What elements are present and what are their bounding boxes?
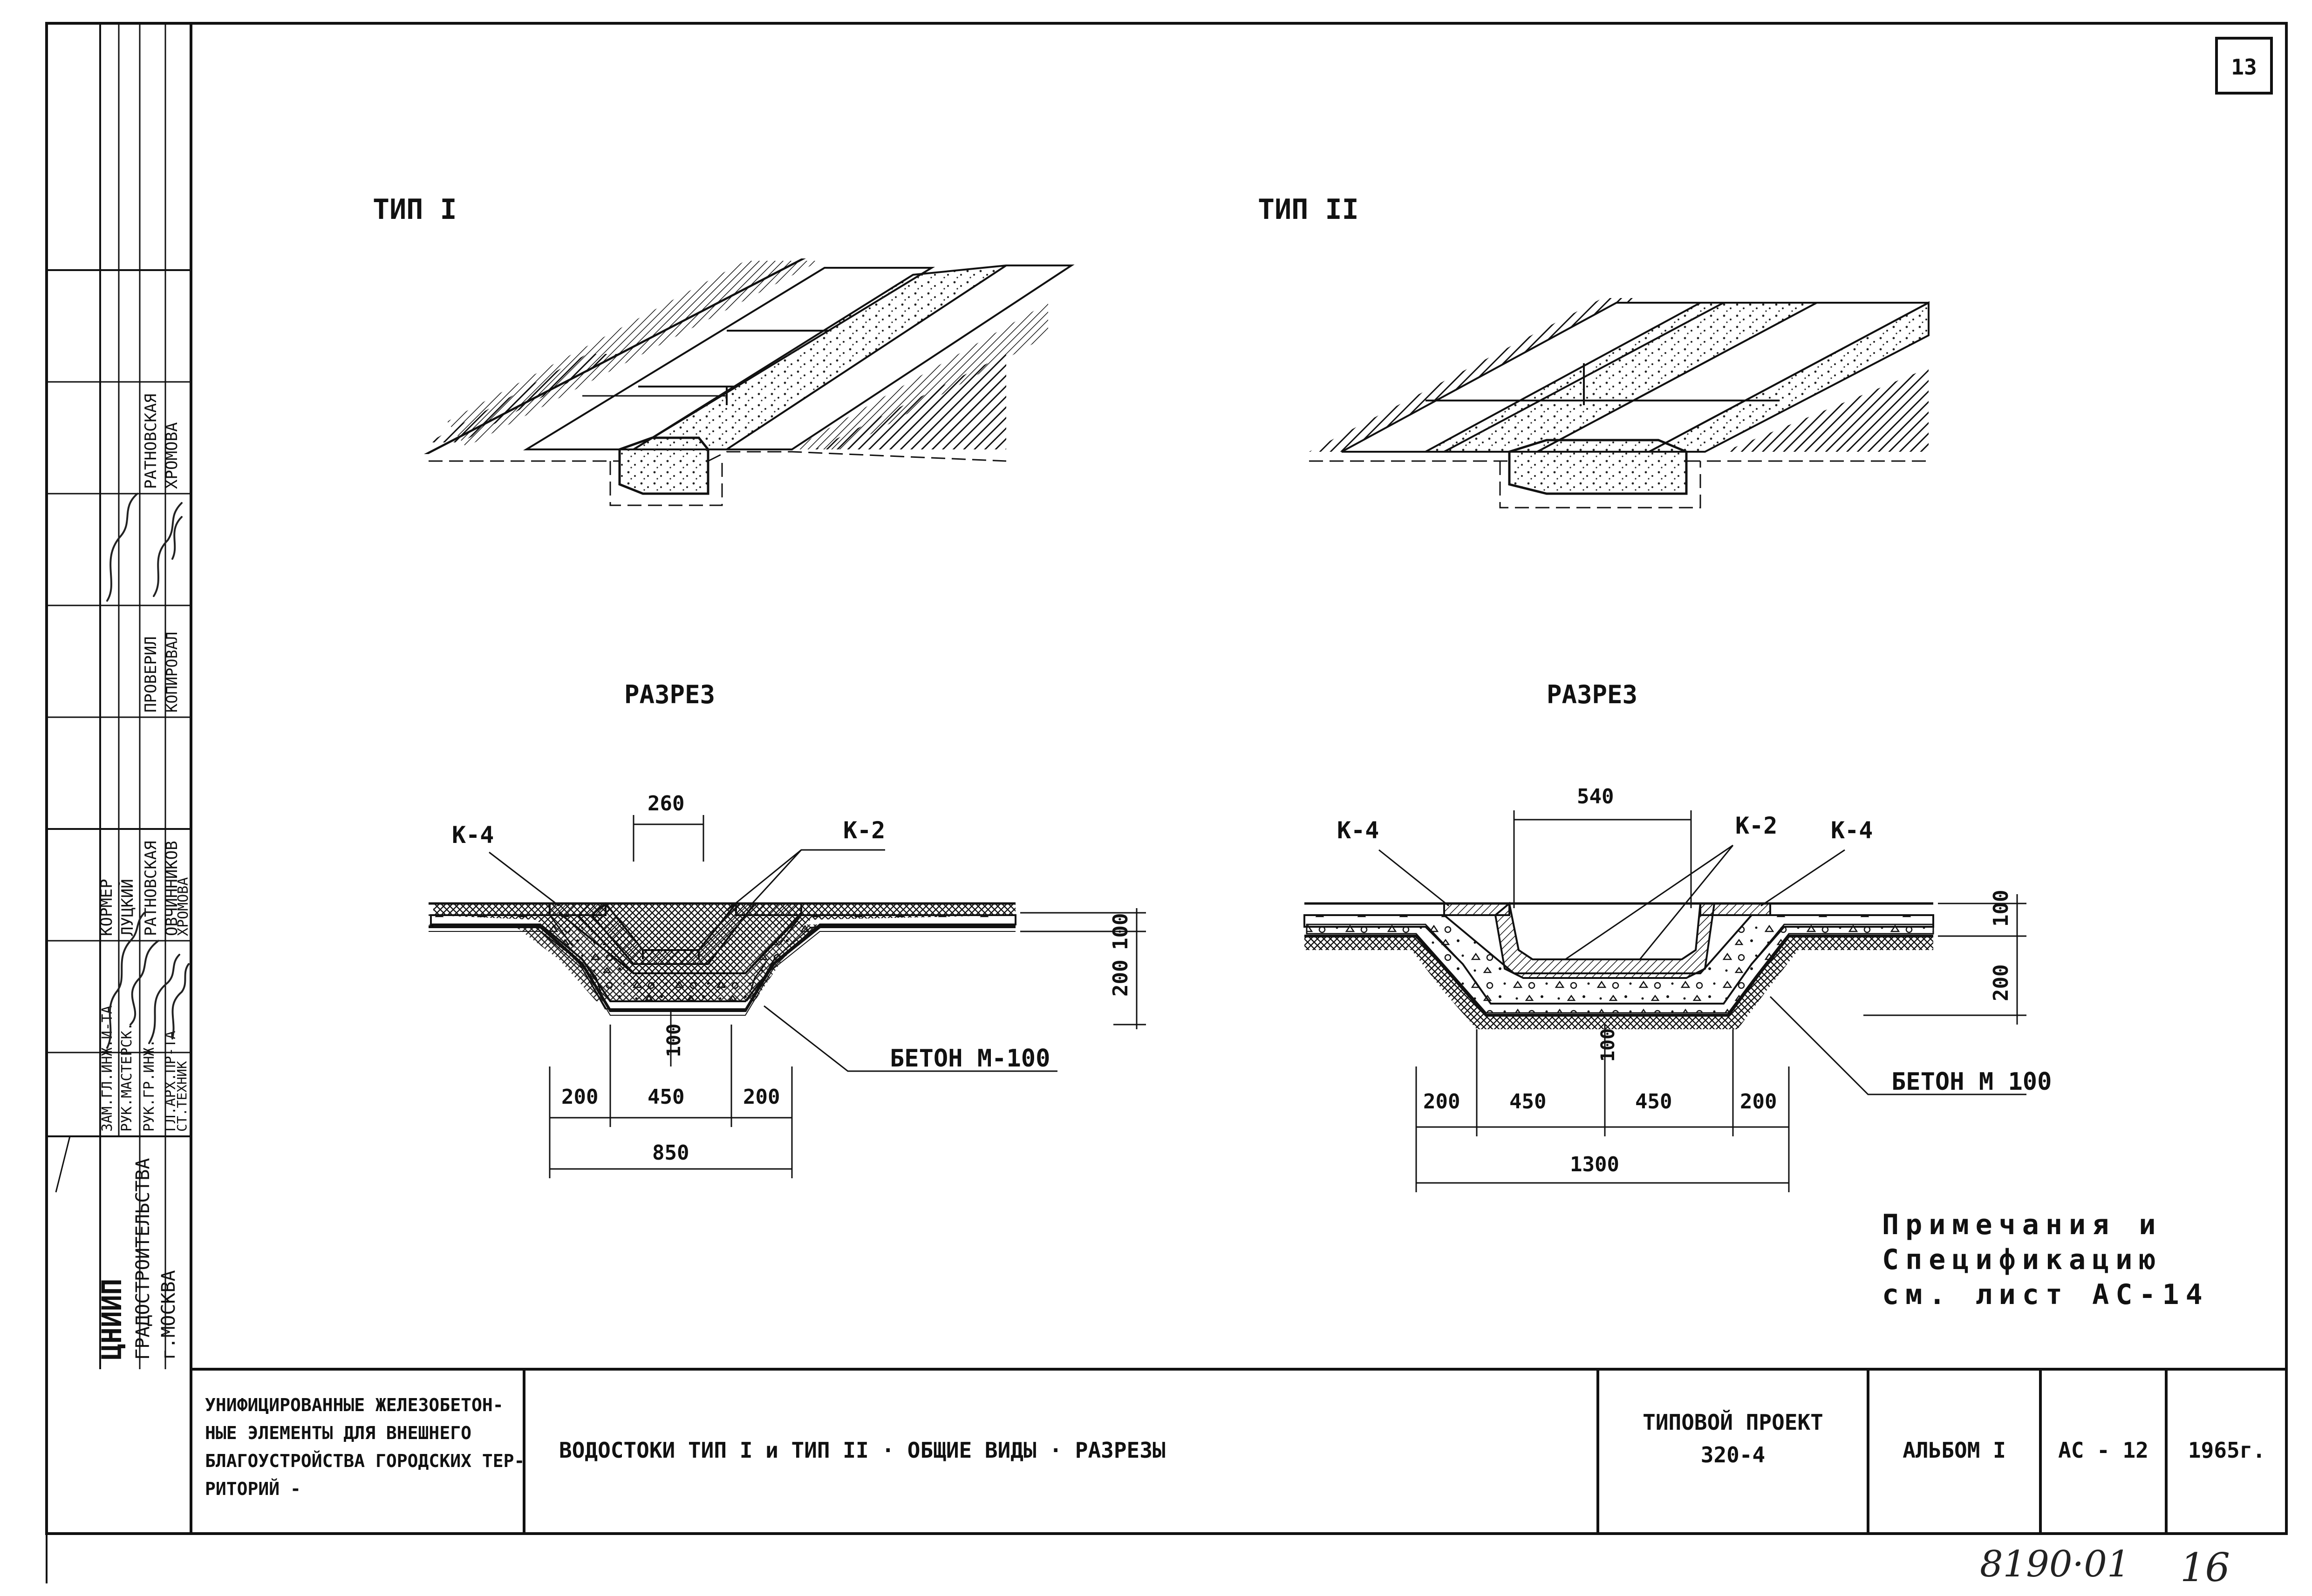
sheet-frame bbox=[45, 22, 2288, 1583]
notes: Примечания и Спецификацию см. лист АС-14 bbox=[1882, 1209, 2209, 1311]
type2-title: ТИП II bbox=[1258, 193, 1359, 226]
sheet-number: 13 bbox=[2231, 54, 2257, 80]
name-4: ОВЧИННИКОВ bbox=[163, 841, 181, 936]
s2-concrete: БЕТОН М 100 bbox=[1891, 1068, 2052, 1096]
s1-dim-inner: 100 bbox=[663, 1024, 685, 1057]
title-block-lines bbox=[523, 1369, 2168, 1534]
year: 1965г. bbox=[2188, 1438, 2265, 1463]
s1-dim-b2: 450 bbox=[648, 1085, 684, 1109]
note-line-3: см. лист АС-14 bbox=[1882, 1278, 2209, 1311]
s2-dim-b4: 200 bbox=[1740, 1090, 1777, 1114]
name-5: ХРОМОВА bbox=[175, 877, 191, 936]
project-line-2: 320-4 bbox=[1701, 1442, 1765, 1467]
archive-number: 8190·01 bbox=[1980, 1543, 2130, 1585]
sheet-number-box: 13 bbox=[2215, 37, 2273, 95]
org-city: г.МОСКВА bbox=[158, 1270, 179, 1360]
album: АЛЬБОМ I bbox=[1903, 1438, 2006, 1463]
name2-1: РАТНОВСКАЯ bbox=[142, 394, 160, 489]
s2-dim-top: 540 bbox=[1577, 785, 1614, 808]
side-stamp-roles: ЗАМ.ГЛ.ИНЖ.И-ТА РУК.МАСТЕРСК. РУК.ГР.ИНЖ… bbox=[96, 394, 191, 1360]
note-line-2: Спецификацию bbox=[1882, 1243, 2162, 1276]
s2-label-k4-right: К-4 bbox=[1831, 817, 1873, 844]
s2-label-k2: К-2 bbox=[1735, 812, 1777, 839]
role-3: РУК.ГР.ИНЖ. bbox=[141, 1039, 157, 1132]
type1-title: ТИП I bbox=[373, 193, 457, 226]
name2-2: ХРОМОВА bbox=[163, 422, 181, 489]
s2-dim-b1: 200 bbox=[1423, 1090, 1460, 1114]
org-name: ЦНИИП bbox=[96, 1278, 128, 1360]
s1-dim-right-lower: 200 bbox=[1109, 960, 1132, 997]
description-line-2: НЫЕ ЭЛЕМЕНТЫ ДЛЯ ВНЕШНЕГО bbox=[205, 1423, 471, 1443]
side-stamp bbox=[47, 23, 191, 1369]
org-sub: ГРАДОСТРОИТЕЛЬСТВА bbox=[132, 1158, 154, 1360]
s1-dim-total: 850 bbox=[652, 1141, 689, 1165]
s1-concrete: БЕТОН М-100 bbox=[890, 1045, 1050, 1073]
role-2: РУК.МАСТЕРСК. bbox=[119, 1022, 135, 1132]
note-line-1: Примечания и bbox=[1882, 1209, 2162, 1241]
project-line-1: ТИПОВОЙ ПРОЕКТ bbox=[1643, 1410, 1823, 1435]
s2-dim-total: 1300 bbox=[1570, 1153, 1619, 1176]
s2-dim-right-lower: 200 bbox=[1989, 964, 2013, 1001]
s1-dim-top: 260 bbox=[648, 792, 684, 815]
description-line-3: БЛАГОУСТРОЙСТВА ГОРОДСКИХ ТЕР- bbox=[205, 1451, 525, 1471]
s2-label-k4-left: К-4 bbox=[1337, 817, 1379, 844]
signatures bbox=[106, 493, 190, 1049]
description-line-1: УНИФИЦИРОВАННЫЕ ЖЕЛЕЗОБЕТОН- bbox=[205, 1395, 504, 1415]
name-2: ЛУЦКИЙ bbox=[118, 879, 137, 936]
name-1: КОРМЕР bbox=[97, 879, 116, 936]
s1-dim-b1: 200 bbox=[561, 1085, 598, 1109]
role2-2: КОПИРОВАЛ bbox=[163, 632, 181, 713]
section2-drawing: К-4 К-2 К-4 540 100 200 100 БЕТОН М 100 … bbox=[1303, 785, 2052, 1192]
s2-dim-right-upper: 100 bbox=[1989, 890, 2013, 927]
description-line-4: РИТОРИЙ - bbox=[205, 1479, 301, 1499]
s2-dim-inner: 100 bbox=[1597, 1028, 1619, 1062]
role-4: ГЛ.АРХ.ПР-ТА bbox=[163, 1031, 179, 1132]
title-block: УНИФИЦИРОВАННЫЕ ЖЕЛЕЗОБЕТОН- НЫЕ ЭЛЕМЕНТ… bbox=[205, 1395, 2265, 1499]
s1-label-k2: К-2 bbox=[843, 817, 885, 844]
sheet-code: АС - 12 bbox=[2058, 1438, 2148, 1463]
s1-dim-b3: 200 bbox=[743, 1085, 780, 1109]
section2-title: РАЗРЕЗ bbox=[1547, 680, 1637, 709]
s2-dim-b2: 450 bbox=[1509, 1090, 1546, 1114]
role-5: СТ.ТЕХНИК bbox=[174, 1061, 190, 1132]
name-3: РАТНОВСКАЯ bbox=[142, 841, 160, 936]
type1-perspective bbox=[424, 258, 1075, 506]
s2-dim-b3: 450 bbox=[1635, 1090, 1672, 1114]
section1-title: РАЗРЕЗ bbox=[624, 680, 715, 709]
s1-label-k4: К-4 bbox=[452, 822, 494, 849]
drawing-title: ВОДОСТОКИ ТИП I и ТИП II · ОБЩИЕ ВИДЫ · … bbox=[559, 1438, 1166, 1463]
role-1: ЗАМ.ГЛ.ИНЖ.И-ТА bbox=[99, 1005, 116, 1132]
section1-drawing: К-4 К-2 260 100 200 100 БЕТОН М-100 200 … bbox=[429, 792, 1146, 1178]
role2-1: ПРОВЕРИЛ bbox=[142, 636, 160, 713]
page-number: 16 bbox=[2180, 1545, 2230, 1590]
type2-perspective bbox=[1309, 298, 1930, 509]
